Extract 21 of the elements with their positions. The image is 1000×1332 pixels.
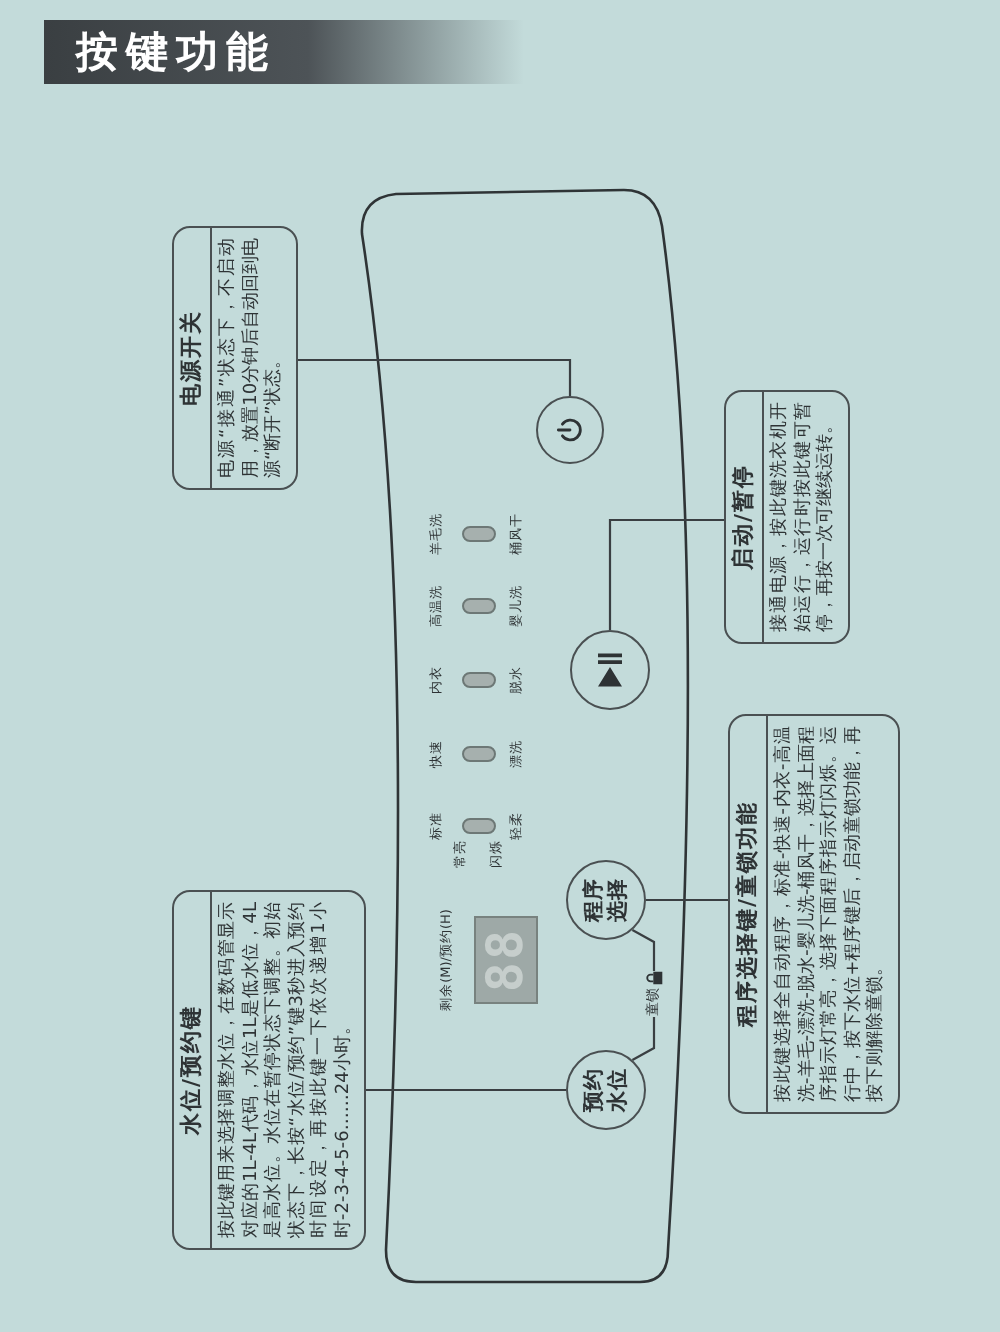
- water-level-button: 预约水位: [566, 1050, 646, 1130]
- power-button: [536, 396, 604, 464]
- program-select-button: 程序选择: [566, 860, 646, 940]
- title: 按键功能: [44, 20, 524, 84]
- callout-text: 接通电源，按此键洗衣机开始运行，运行时按此键可暂停，再按一次可继续运转。: [767, 400, 838, 636]
- callout-text: 按此键选择全自动程序，标准-快速-内衣-高温洗-羊毛-漂洗-脱水-婴儿洗-桶风干，选择上面程序指示灯常亮，选择下面程序指示灯闪烁。运行中，按下水位+程序键后，启动童锁功能，再按下则解除童锁。: [771, 724, 888, 1106]
- callout-text: 电源“接通”状态下，不启动用，放置10分钟后自动回到电源“断开”状态。: [215, 236, 286, 482]
- leader-line: [608, 518, 724, 630]
- start-pause-button: [570, 630, 650, 710]
- callout-title: 电源开关: [174, 228, 212, 488]
- leader-line: [366, 1088, 566, 1092]
- callout-text: 按此键用来选择调整水位，在数码管显示对应的1L-4L代码，水位1L是低水位，4L是高水位。水位在暂停状态下调整。初始状态下，长按“水位/预约”键3秒进入预约时间设定，再按此键一下依次递增1小时-2-3-4-5-6……24小时。: [215, 900, 355, 1242]
- callout-title: 启动/暂停: [726, 392, 764, 642]
- leader-line: [646, 898, 728, 902]
- callout-box: [172, 890, 366, 1250]
- callout-title: 程序选择键/童锁功能: [730, 716, 768, 1112]
- callout-box: [172, 226, 297, 490]
- callout-box: [728, 714, 899, 1114]
- leader-line: [298, 358, 572, 396]
- callout-box: [724, 390, 849, 644]
- callout-title: 水位/预约键: [174, 892, 212, 1248]
